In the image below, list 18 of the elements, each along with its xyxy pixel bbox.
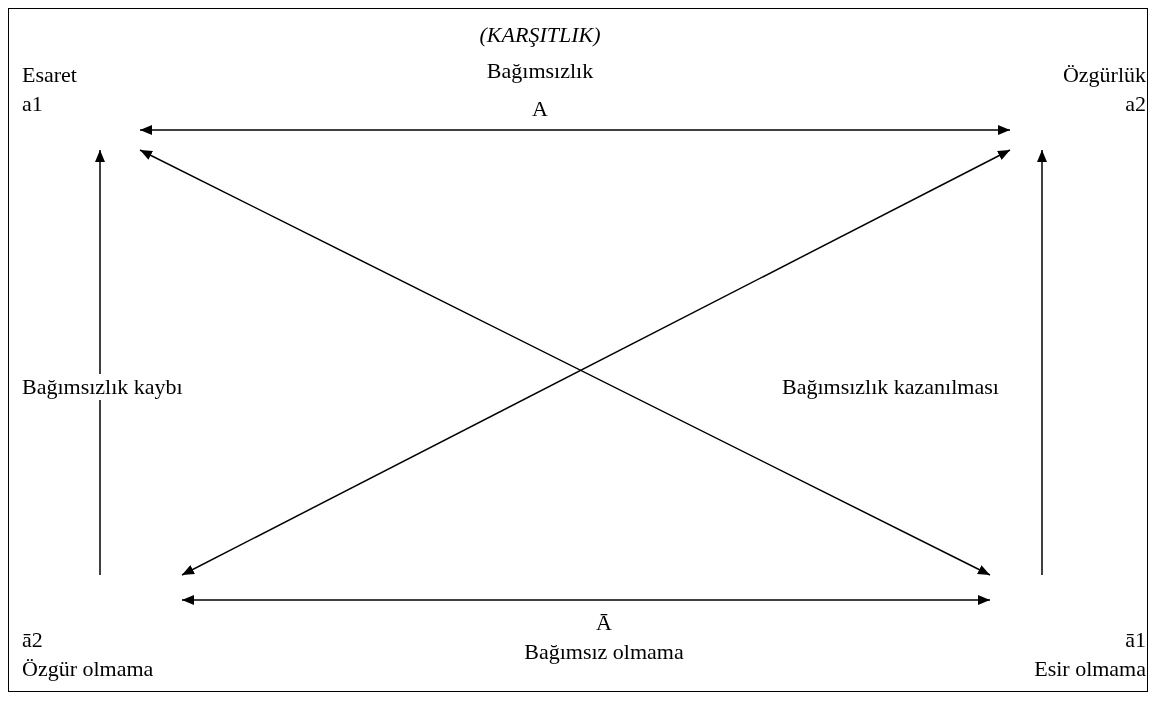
corner-term: Özgür olmama bbox=[22, 655, 154, 683]
axis-label: (KARŞITLIK) bbox=[479, 21, 601, 49]
corner-term: a2 bbox=[1125, 90, 1146, 118]
corner-term: Özgürlük bbox=[1062, 61, 1146, 89]
arrow bbox=[139, 125, 1011, 135]
axis-label: Bağımsız olmama bbox=[524, 638, 684, 666]
corner-term: Esir olmama bbox=[1034, 655, 1146, 683]
corner-term: ā1 bbox=[1125, 626, 1146, 654]
axis-label: Ā bbox=[596, 609, 612, 637]
arrow bbox=[181, 595, 991, 605]
arrow bbox=[95, 149, 105, 576]
axis-label: A bbox=[532, 95, 548, 123]
corner-term: Esaret bbox=[22, 61, 77, 89]
axis-label: Bağımsızlık bbox=[486, 57, 594, 85]
edge-label: Bağımsızlık kaybı bbox=[20, 374, 185, 400]
arrow bbox=[1037, 149, 1047, 576]
corner-term: ā2 bbox=[22, 626, 43, 654]
corner-term: a1 bbox=[22, 90, 43, 118]
